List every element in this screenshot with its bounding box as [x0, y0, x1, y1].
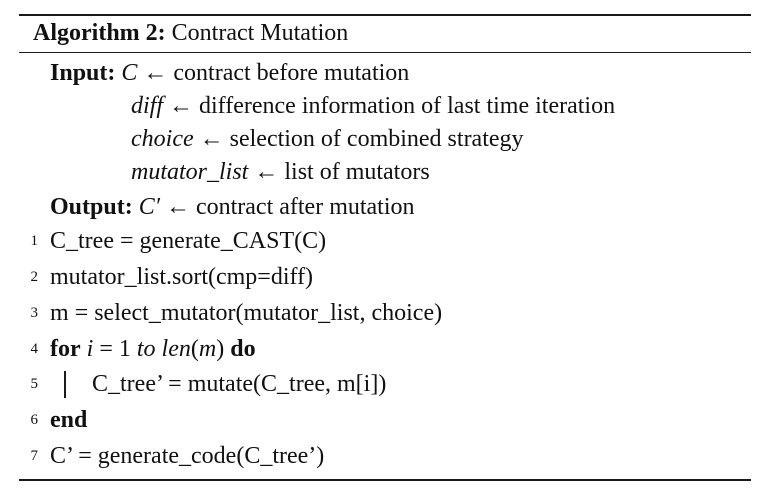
line-number: 5	[30, 376, 39, 392]
len-argument: m	[198, 336, 217, 362]
input-line-2: diff ← difference information of last ti…	[131, 91, 615, 121]
do-keyword: do	[230, 336, 256, 362]
loop-body-bar	[64, 371, 66, 398]
code-line-4: for i = 1 to len(m) do	[50, 334, 256, 364]
output-line: Output: C′ ← contract after mutation	[50, 192, 415, 222]
output-arrow: ←	[165, 194, 190, 220]
input-desc-mutator-list: list of mutators	[284, 159, 430, 185]
input-desc-diff: difference information of last time iter…	[199, 93, 616, 119]
bottom-rule	[19, 479, 751, 481]
code-line-7: C’ = generate_code(C_tree’)	[50, 443, 325, 469]
to-keyword: to	[136, 336, 156, 362]
input-line-4: mutator_list ← list of mutators	[131, 157, 430, 187]
line-number: 2	[30, 269, 39, 285]
top-rule	[19, 14, 751, 16]
line-number: 1	[30, 233, 39, 249]
len-function: len	[161, 336, 191, 362]
input-var-choice: choice	[131, 126, 194, 152]
input-arrow: ←	[143, 60, 168, 86]
input-var-c: C	[121, 60, 138, 86]
input-desc-choice: selection of combined strategy	[229, 126, 524, 152]
input-var-diff: diff	[131, 93, 164, 119]
code-line-3: m = select_mutator(mutator_list, choice)	[50, 300, 443, 326]
close-paren: )	[216, 336, 225, 362]
input-line-3: choice ← selection of combined strategy	[131, 124, 524, 154]
code-line-2: mutator_list.sort(cmp=diff)	[50, 264, 314, 290]
output-var: C′	[138, 194, 160, 220]
code-line-1: C_tree = generate_CAST(C)	[50, 228, 327, 254]
input-desc-c: contract before mutation	[173, 60, 410, 86]
line-number: 6	[30, 412, 39, 428]
input-line-1: Input: C ← contract before mutation	[50, 58, 409, 88]
input-arrow: ←	[169, 93, 194, 119]
algorithm-title: Contract Mutation	[171, 20, 349, 46]
open-paren: (	[190, 336, 199, 362]
caption-rule	[19, 52, 751, 53]
end-keyword: end	[50, 407, 88, 433]
line-number: 4	[30, 341, 39, 357]
input-arrow: ←	[199, 126, 224, 152]
input-var-mutator-list: mutator_list	[131, 159, 249, 185]
output-keyword: Output:	[50, 194, 133, 220]
loop-var: i	[86, 336, 94, 362]
code-line-5: C_tree’ = mutate(C_tree, m[i])	[92, 371, 387, 397]
input-arrow: ←	[254, 159, 279, 185]
output-desc: contract after mutation	[195, 194, 415, 220]
algorithm-label: Algorithm 2:	[33, 20, 166, 46]
input-keyword: Input:	[50, 60, 116, 86]
line-number: 3	[30, 305, 39, 321]
loop-start: = 1	[99, 336, 131, 362]
for-keyword: for	[50, 336, 81, 362]
line-number: 7	[30, 448, 39, 464]
algorithm-caption: Algorithm 2: Contract Mutation	[33, 17, 348, 49]
